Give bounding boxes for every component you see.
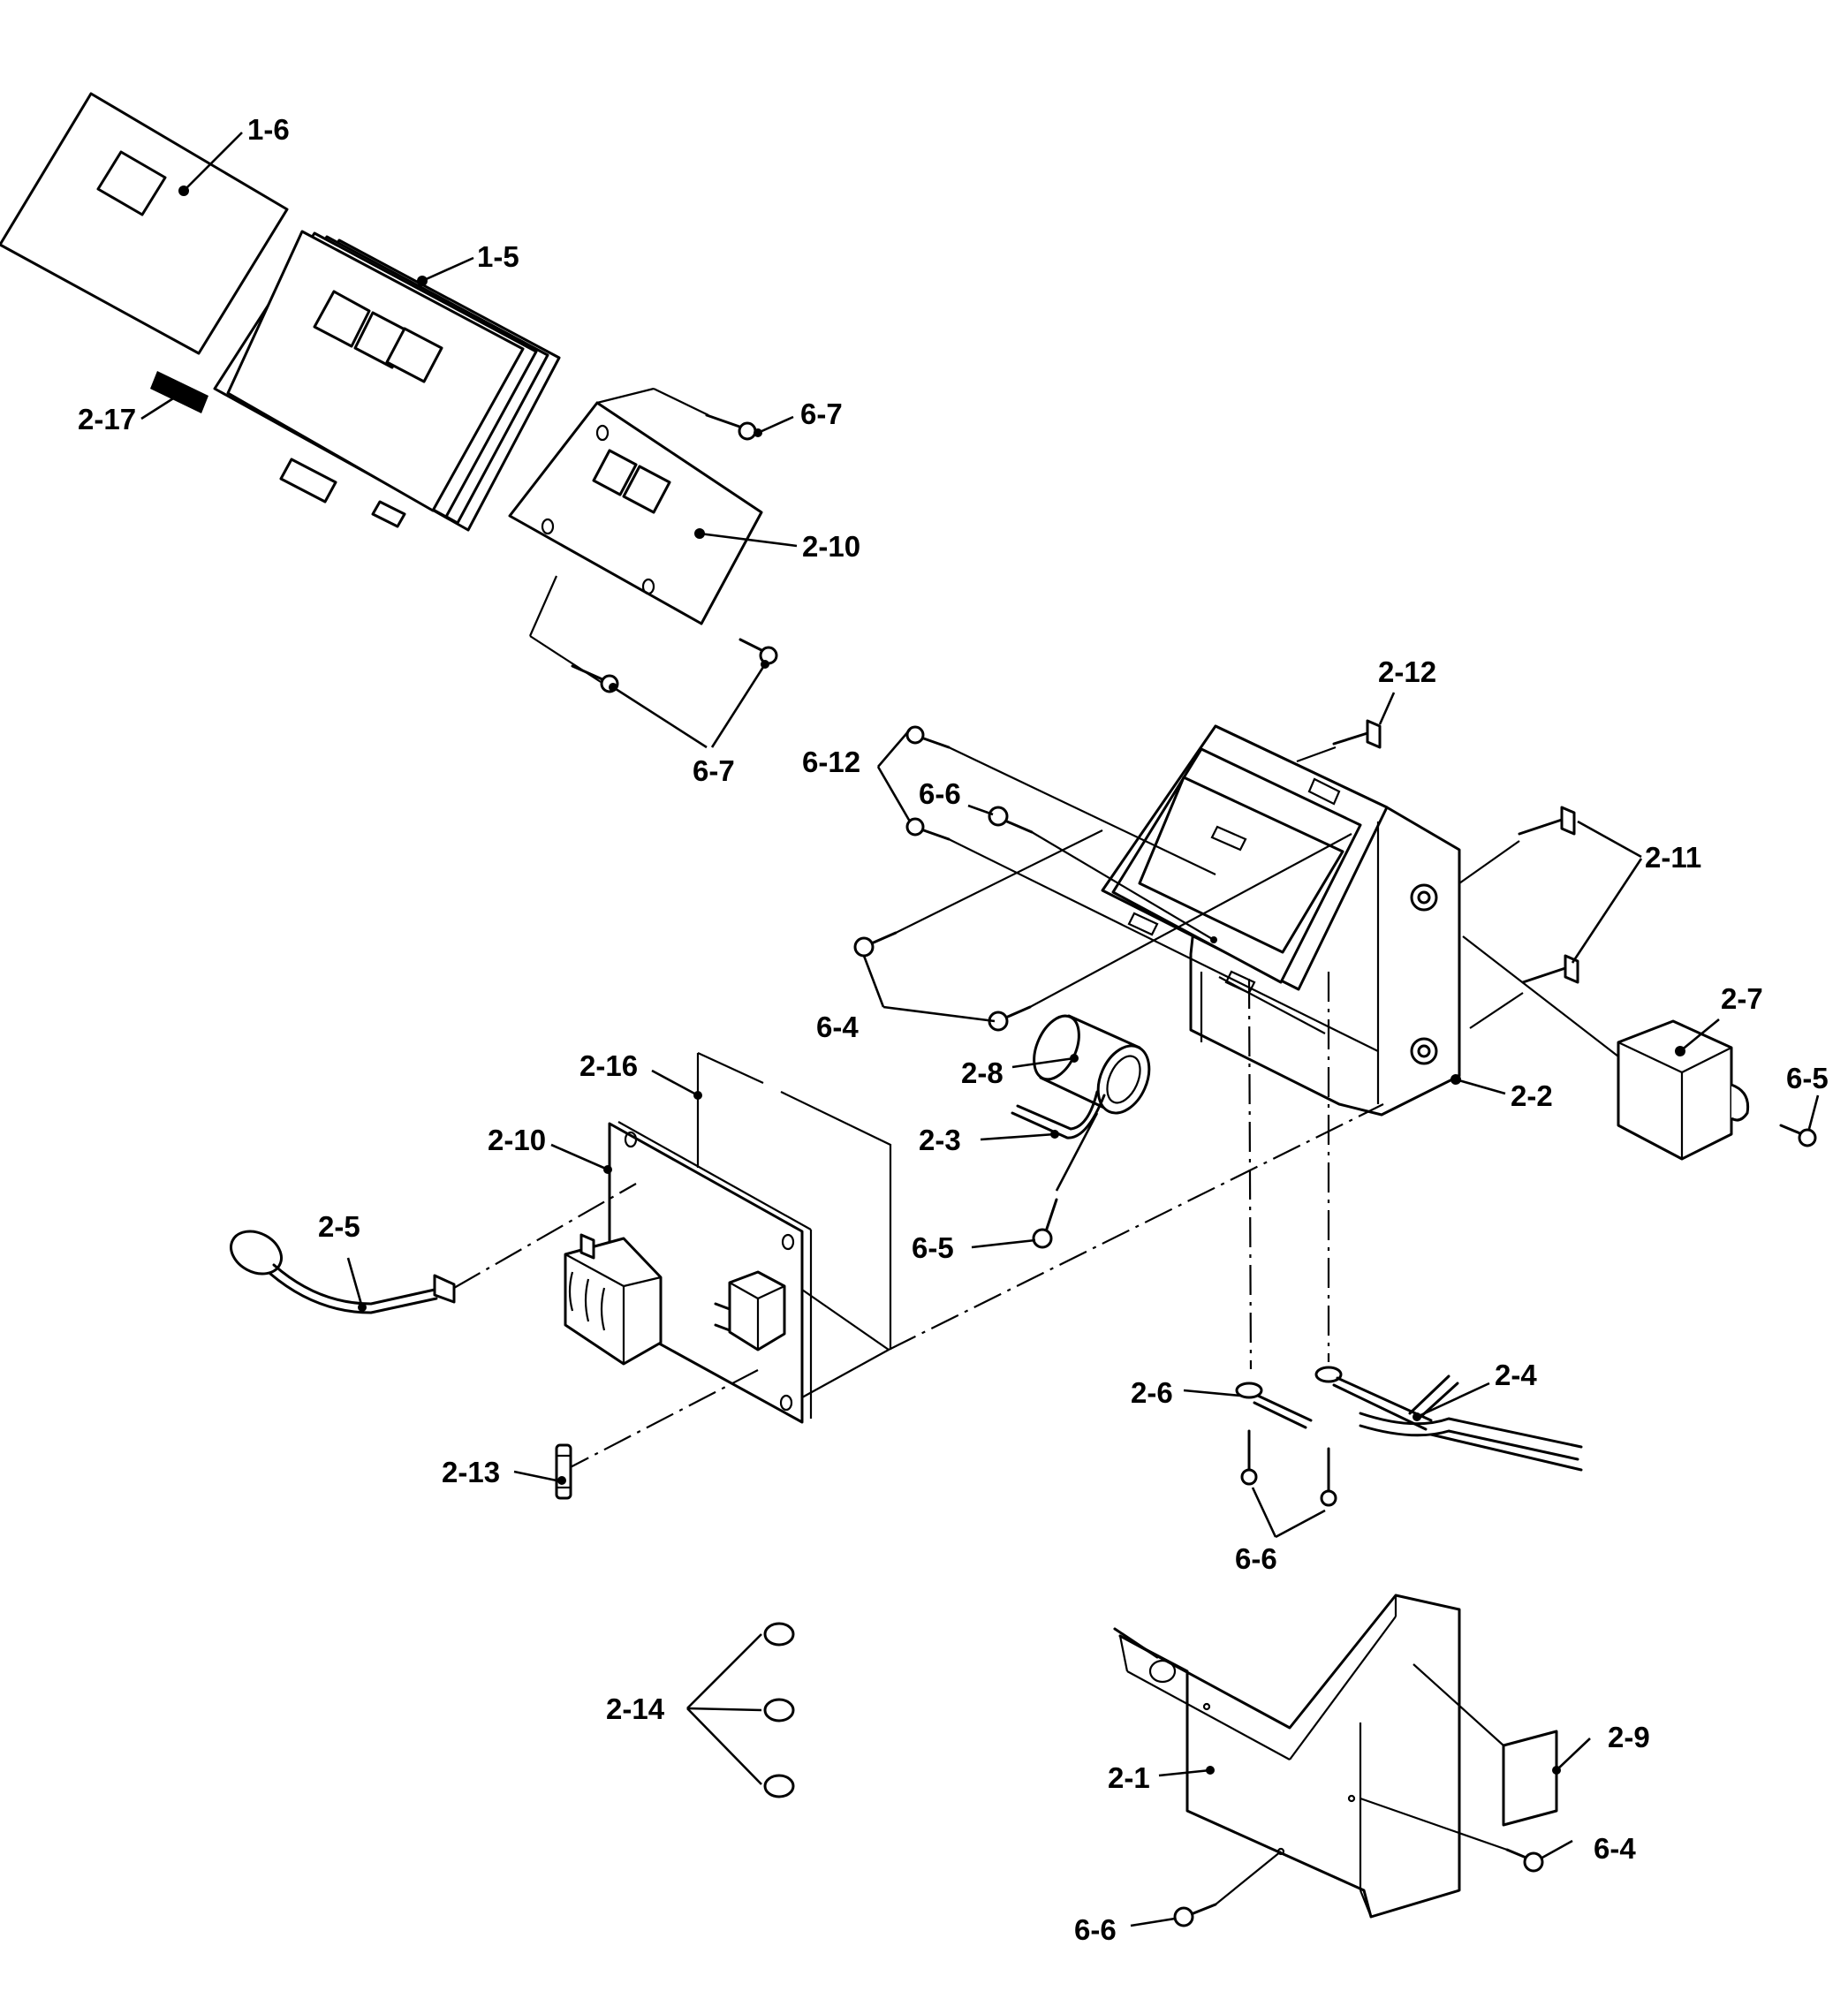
label-6-4-upper: 6-4 <box>816 1011 859 1043</box>
label-1-6: 1-6 <box>247 113 290 146</box>
screws-6-7 <box>571 413 794 749</box>
part-2-11-fasteners <box>1458 806 1643 1029</box>
label-2-9: 2-9 <box>1608 1721 1650 1753</box>
screw-icon <box>738 638 778 665</box>
label-6-5-lower: 6-5 <box>912 1231 954 1264</box>
part-2-16-insulator-sheet <box>651 1052 892 1350</box>
label-2-10-lower: 2-10 <box>488 1124 546 1156</box>
label-2-16: 2-16 <box>579 1049 638 1082</box>
screw-6-6-bottom <box>1130 1851 1282 1927</box>
label-2-7: 2-7 <box>1721 982 1763 1015</box>
label-6-4-lower: 6-4 <box>1594 1832 1636 1865</box>
label-2-3: 2-3 <box>919 1124 961 1156</box>
label-2-13: 2-13 <box>442 1456 500 1488</box>
part-2-9-label <box>1413 1663 1591 1827</box>
part-2-8-cylinder <box>1011 1014 1151 1115</box>
label-2-10-upper: 2-10 <box>802 530 860 563</box>
label-1-5: 1-5 <box>477 240 519 273</box>
part-2-2-chassis <box>1101 724 1506 1117</box>
label-6-6-bottom: 6-6 <box>1074 1913 1117 1946</box>
label-2-11: 2-11 <box>1645 841 1701 874</box>
label-6-5-right: 6-5 <box>1786 1062 1829 1094</box>
label-6-7-bottom: 6-7 <box>693 754 735 787</box>
label-2-14: 2-14 <box>606 1692 665 1725</box>
part-1-6-label-panel <box>0 92 289 355</box>
screw-6-5-relay <box>1779 1094 1820 1147</box>
part-2-6-ground-lug <box>1183 1382 1313 1486</box>
label-2-8: 2-8 <box>961 1056 1004 1089</box>
label-2-12: 2-12 <box>1378 655 1436 688</box>
label-2-1: 2-1 <box>1108 1761 1150 1794</box>
label-6-12: 6-12 <box>802 746 860 778</box>
part-labels: 1-6 1-5 2-17 6-7 2-10 6-7 2-12 6-12 6-6 … <box>78 113 1829 1946</box>
screw-6-4-lower <box>1359 1797 1573 1873</box>
part-2-1-cover <box>1113 1594 1461 1919</box>
label-2-4: 2-4 <box>1495 1359 1537 1391</box>
label-6-6-lower: 6-6 <box>1235 1542 1277 1575</box>
part-2-5-sensor-cable <box>230 1230 456 1314</box>
part-2-13-fuse <box>513 1443 572 1500</box>
part-2-4-harness <box>1314 1366 1583 1507</box>
label-2-17: 2-17 <box>78 403 136 435</box>
part-2-10-power-board <box>550 1121 890 1424</box>
part-2-3-wire <box>980 1090 1106 1192</box>
label-6-7-top: 6-7 <box>800 398 843 430</box>
screw-icon <box>705 413 757 441</box>
part-2-12-fastener <box>1296 692 1396 763</box>
part-2-10-upper-board <box>508 387 798 683</box>
screw-6-5-lower <box>971 1198 1058 1249</box>
part-2-14-cable-clips <box>686 1622 795 1798</box>
screws-6-12 <box>876 725 1379 1052</box>
screws-6-4 <box>853 829 1352 1032</box>
label-2-2: 2-2 <box>1511 1079 1553 1112</box>
screws-6-6-lower <box>1251 1487 1326 1539</box>
part-2-17-connector <box>140 371 208 420</box>
label-2-5: 2-5 <box>318 1210 360 1243</box>
part-2-7-relay <box>1462 935 1750 1161</box>
label-6-6-upper: 6-6 <box>919 777 961 810</box>
alignment-lines <box>453 972 1384 1473</box>
label-2-6: 2-6 <box>1131 1376 1173 1409</box>
part-1-5-keypad-stack <box>213 230 561 532</box>
